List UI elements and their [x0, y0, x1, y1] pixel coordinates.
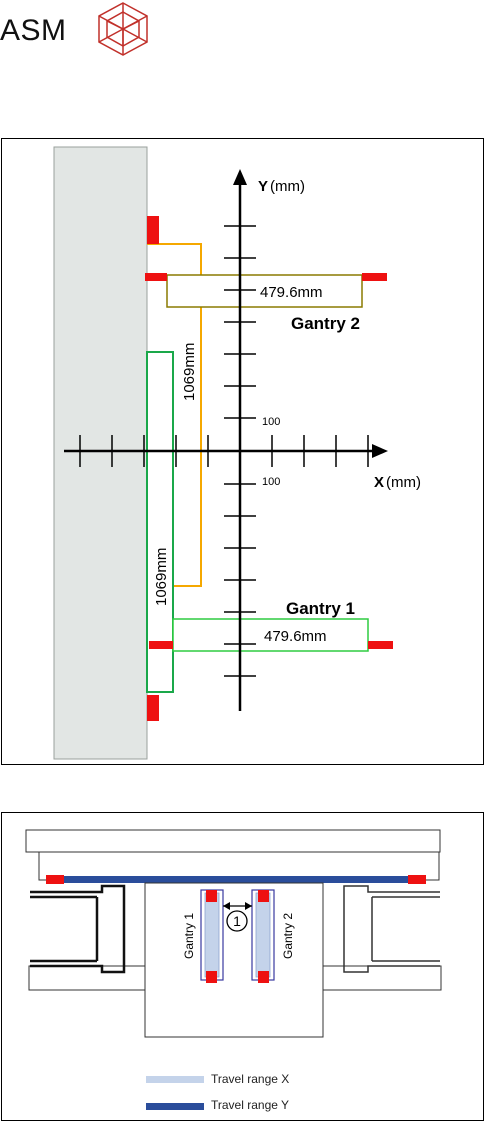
gantry1-width-label: 479.6mm [264, 628, 327, 645]
legend-label-travel-x: Travel range X [211, 1072, 289, 1086]
y-rail-marker-right [408, 875, 426, 884]
right-conveyor [344, 886, 440, 972]
y-rail-marker-left [46, 875, 64, 884]
left-conveyor [30, 886, 124, 972]
gantry2-length-label: 1069mm [181, 343, 198, 401]
bottom-rail-left [29, 966, 145, 990]
x-axis-label: X [374, 474, 384, 491]
gantry1-name: Gantry 1 [286, 599, 355, 618]
gantry1-marker-bottom [206, 971, 217, 983]
legend-swatch-travel-x [146, 1076, 204, 1083]
gantry2-marker-right [362, 273, 387, 281]
gantry1-label: Gantry 1 [182, 913, 196, 959]
brand-name: ASM [0, 14, 67, 48]
layout-diagram-canvas: 1 Gantry 1 Gantry 2 Travel range X Trave… [2, 813, 483, 1120]
travel-range-y-bar [46, 876, 426, 883]
gantry1-travel-x [205, 893, 219, 977]
y-axis-arrow [233, 169, 247, 185]
y-rail [39, 852, 439, 880]
machine-base-plate [54, 147, 147, 759]
legend-label-travel-y: Travel range Y [211, 1098, 289, 1112]
top-rail [26, 830, 440, 852]
gantry2-width-label: 479.6mm [260, 284, 323, 301]
gantry1-length-label: 1069mm [153, 548, 170, 606]
x-axis-unit: (mm) [386, 474, 421, 491]
y-axis-label: Y [258, 178, 268, 195]
gantry-coordinate-diagram: Y (mm) X (mm) 100 100 479.6mm Gantry 2 1… [1, 138, 484, 765]
x-axis-arrow [372, 444, 388, 458]
gantry2-label: Gantry 2 [281, 913, 295, 959]
gantry2-marker-bottom [258, 971, 269, 983]
gantry1-marker-top [206, 890, 217, 902]
asm-crystal-logo-icon [92, 0, 154, 58]
gantry1-marker-right [368, 641, 393, 649]
y-tick-label-100: 100 [262, 416, 280, 428]
gantry2-marker-top [147, 216, 159, 244]
bottom-rail-right [323, 966, 441, 990]
gantry1-marker-left [149, 641, 173, 649]
gantry2-marker-left [145, 273, 167, 281]
gantry2-marker-top [258, 890, 269, 902]
gantry2-name: Gantry 2 [291, 314, 360, 333]
coordinate-diagram-canvas: Y (mm) X (mm) 100 100 479.6mm Gantry 2 1… [2, 139, 483, 764]
distance-marker-number: 1 [233, 913, 241, 929]
legend-swatch-travel-y [146, 1103, 204, 1110]
gantry1-marker-bottom [147, 695, 159, 721]
gantry2-travel-x [256, 893, 270, 977]
y-axis-unit: (mm) [270, 178, 305, 195]
gantry-layout-diagram: 1 Gantry 1 Gantry 2 Travel range X Trave… [1, 812, 484, 1121]
x-tick-label-100: 100 [262, 476, 280, 488]
